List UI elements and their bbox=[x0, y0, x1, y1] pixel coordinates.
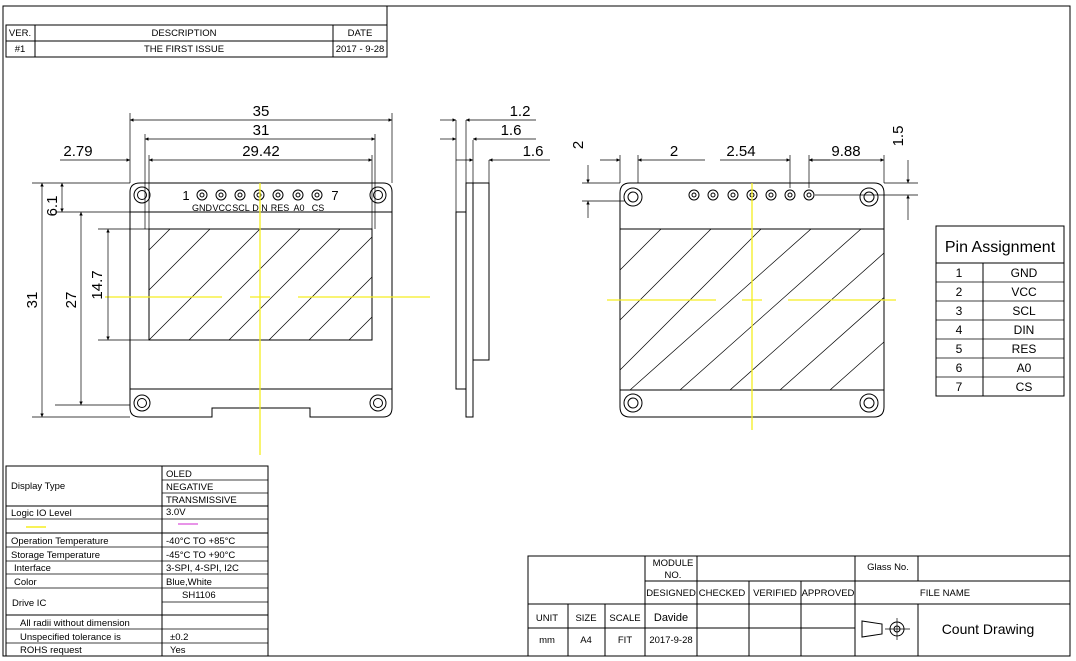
tb-glass-no: Glass No. bbox=[867, 562, 909, 573]
spec-logic-value: 3.0V bbox=[166, 507, 186, 518]
pin-name-7: CS bbox=[1016, 380, 1033, 394]
dim-6-1: 6.1 bbox=[44, 196, 61, 217]
front-board-outline bbox=[129, 182, 393, 418]
rev-date: 2017 - 9-28 bbox=[336, 44, 385, 55]
pin-assignment-table: Pin Assignment 1 GND 2 VCC 3 SCL 4 DIN 5… bbox=[935, 225, 1065, 397]
dim-27: 27 bbox=[63, 292, 80, 309]
pin-name-3: SCL bbox=[1012, 304, 1036, 318]
dim-2-vertical: 2 bbox=[570, 141, 587, 149]
pin-num-4: 4 bbox=[956, 323, 963, 337]
pin-name-5: RES bbox=[1012, 342, 1037, 356]
rev-header-date: DATE bbox=[348, 28, 373, 39]
pin-name-1: GND bbox=[1011, 266, 1038, 280]
tb-unit: UNIT bbox=[536, 613, 558, 624]
pin-name-4: DIN bbox=[1014, 323, 1035, 337]
pin-num-5: 5 bbox=[956, 342, 963, 356]
spec-drive-value: SH1106 bbox=[182, 590, 216, 601]
tb-size-value: A4 bbox=[580, 635, 592, 646]
spec-color-value: Blue,White bbox=[166, 577, 212, 588]
rev-ver: #1 bbox=[15, 44, 26, 55]
pin-name-6: A0 bbox=[1017, 361, 1032, 375]
dim-9-88: 9.88 bbox=[831, 143, 860, 160]
pin-num-7: 7 bbox=[956, 380, 963, 394]
pin-num-2: 2 bbox=[956, 285, 963, 299]
pin-name-2: VCC bbox=[1011, 285, 1037, 299]
tb-scale-value: FIT bbox=[618, 635, 632, 646]
front-hatch bbox=[149, 229, 372, 340]
spec-interface-label: Interface bbox=[14, 563, 51, 574]
dim-1-6-bottom: 1.6 bbox=[523, 143, 544, 160]
pin-label-res: RES bbox=[271, 203, 290, 213]
dim-1-6-top: 1.6 bbox=[501, 122, 522, 139]
side-view: 1.2 1.6 1.6 bbox=[440, 103, 550, 418]
pin-last-label: 7 bbox=[331, 188, 338, 203]
spec-st-temp-value: -45°C TO +90°C bbox=[166, 550, 235, 561]
revision-block: VER. DESCRIPTION DATE #1 THE FIRST ISSUE… bbox=[5, 6, 388, 58]
spec-color-label: Color bbox=[14, 577, 37, 588]
dim-29-42: 29.42 bbox=[242, 143, 280, 160]
spec-rohs-label: ROHS request bbox=[20, 645, 82, 656]
spec-tol-value: ±0.2 bbox=[170, 632, 188, 643]
front-view: 1 7 GND VCC SCL DIN RES A0 CS 35 31 29.4… bbox=[24, 103, 430, 455]
rev-desc: THE FIRST ISSUE bbox=[144, 44, 224, 55]
tb-scale: SCALE bbox=[609, 613, 640, 624]
tb-approved: APPROVED bbox=[802, 588, 855, 599]
rev-header-ver: VER. bbox=[9, 28, 31, 39]
spec-interface-value: 3-SPI, 4-SPI, I2C bbox=[166, 563, 239, 574]
dim-2-horizontal: 2 bbox=[670, 143, 678, 160]
back-view: 2 2.54 9.88 2 1.5 bbox=[570, 126, 918, 430]
pin-label-scl: SCL bbox=[232, 203, 250, 213]
tb-designed: DESIGNED bbox=[646, 588, 696, 599]
dim-2-79: 2.79 bbox=[63, 143, 92, 160]
tb-designer: Davide bbox=[654, 612, 688, 624]
sheet-border bbox=[2, 5, 1071, 657]
pin-label-vcc: VCC bbox=[212, 203, 232, 213]
tb-size: SIZE bbox=[575, 613, 596, 624]
spec-op-temp-label: Operation Temperature bbox=[11, 536, 109, 547]
pin-num-3: 3 bbox=[956, 304, 963, 318]
back-pin-pads bbox=[688, 189, 815, 201]
spec-display-transmissive: TRANSMISSIVE bbox=[166, 495, 237, 506]
spec-tol-label: Unspecified tolerance is bbox=[20, 632, 121, 643]
tb-checked: CHECKED bbox=[699, 588, 746, 599]
dim-2-54: 2.54 bbox=[726, 143, 755, 160]
dim-1-5: 1.5 bbox=[890, 126, 907, 147]
spec-display-negative: NEGATIVE bbox=[166, 482, 213, 493]
dim-31-width: 31 bbox=[253, 122, 270, 139]
tb-module-line1: MODULE bbox=[653, 558, 694, 569]
rev-header-desc: DESCRIPTION bbox=[152, 28, 217, 39]
spec-op-temp-value: -40°C TO +85°C bbox=[166, 536, 235, 547]
dim-14-7: 14.7 bbox=[89, 270, 106, 299]
pin-label-gnd: GND bbox=[192, 203, 213, 213]
front-pin-pads bbox=[196, 189, 323, 201]
tb-module-line2: NO. bbox=[665, 570, 682, 581]
pin-num-1: 1 bbox=[956, 266, 963, 280]
pin-num-6: 6 bbox=[956, 361, 963, 375]
title-block: MODULE NO. Glass No. DESIGNED CHECKED VE… bbox=[527, 555, 1071, 657]
tb-file-name: FILE NAME bbox=[920, 588, 970, 599]
tb-date-value: 2017-9-28 bbox=[649, 635, 692, 646]
tb-verified: VERIFIED bbox=[753, 588, 797, 599]
dim-35: 35 bbox=[253, 103, 270, 120]
projection-symbol-icon bbox=[861, 618, 910, 640]
spec-radii-label: All radii without dimension bbox=[20, 618, 130, 629]
spec-st-temp-label: Storage Temperature bbox=[11, 550, 100, 561]
dim-31-height: 31 bbox=[24, 292, 41, 309]
back-board-outline bbox=[619, 182, 885, 418]
tb-drawing-name: Count Drawing bbox=[942, 621, 1035, 637]
pin-label-cs: CS bbox=[312, 203, 325, 213]
pin-assignment-title: Pin Assignment bbox=[945, 239, 1056, 256]
pin-first-label: 1 bbox=[182, 188, 189, 203]
dim-1-2: 1.2 bbox=[510, 103, 531, 120]
spec-rohs-value: Yes bbox=[170, 645, 186, 656]
spec-display-oled: OLED bbox=[166, 469, 192, 480]
spec-table: Display Type OLED NEGATIVE TRANSMISSIVE … bbox=[5, 465, 269, 657]
spec-logic-label: Logic IO Level bbox=[11, 508, 72, 519]
pin-label-a0: A0 bbox=[293, 203, 304, 213]
spec-display-type-label: Display Type bbox=[11, 481, 65, 492]
spec-drive-label: Drive IC bbox=[12, 598, 46, 609]
tb-unit-value: mm bbox=[539, 635, 555, 646]
